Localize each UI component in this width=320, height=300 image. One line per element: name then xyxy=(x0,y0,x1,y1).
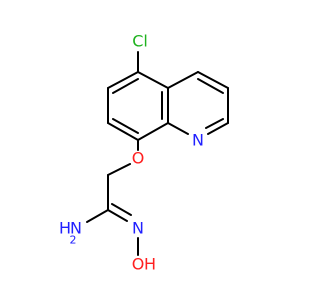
atom-o-ether: O xyxy=(132,149,145,168)
bond-c5-c4a xyxy=(137,71,169,89)
bond-lines xyxy=(86,51,229,256)
atom-n-ring: N xyxy=(192,131,204,150)
atom-nh2-subscript: 2 xyxy=(70,234,77,247)
bond-c-n-oxime-double xyxy=(111,203,132,216)
bond-c4-c3 xyxy=(197,71,229,89)
bond-c-nh2 xyxy=(86,209,109,223)
atom-n-oxime: N xyxy=(132,219,144,238)
molecule-structure: Cl N O N H 2 N O H xyxy=(59,32,229,274)
bond-c4a-c4 xyxy=(167,71,199,89)
atom-h-oxime: H xyxy=(144,255,156,274)
atom-nh2-h: H xyxy=(59,219,71,238)
bond-c7-c8-inner xyxy=(112,118,139,134)
bond-c4-c3-inner xyxy=(197,78,224,94)
bond-c7-c8 xyxy=(107,122,139,141)
bond-n1-c8a xyxy=(167,122,189,135)
atom-cl: Cl xyxy=(132,32,148,51)
bond-c2-n1-inner xyxy=(205,118,224,129)
bond-c5-c6 xyxy=(107,71,139,89)
atom-o-oxime: O xyxy=(132,255,145,274)
bond-o-ch2 xyxy=(107,163,131,176)
bond-c8-c8a xyxy=(137,122,169,141)
bond-c2-n1 xyxy=(207,122,229,135)
atom-nh2-n: N xyxy=(70,219,82,238)
bond-c5-c6-inner xyxy=(112,78,139,94)
bond-c-n-oxime xyxy=(107,209,128,222)
